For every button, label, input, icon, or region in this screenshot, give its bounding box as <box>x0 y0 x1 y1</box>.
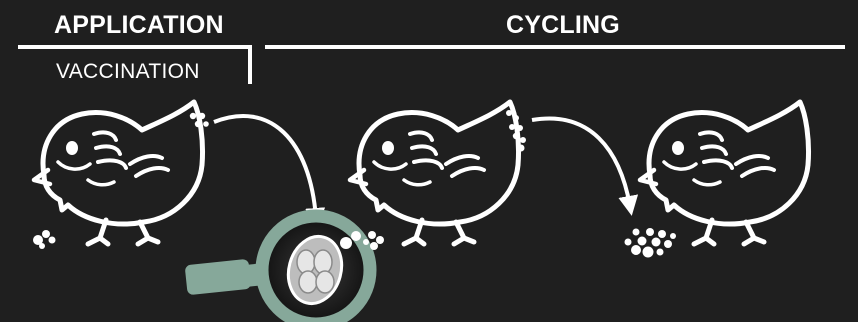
chick-icon <box>34 102 203 244</box>
arrow-icon <box>532 118 630 206</box>
chick-icon <box>640 102 809 244</box>
droppings-icon <box>625 228 677 258</box>
droppings-icon <box>33 230 56 249</box>
arrow-icon <box>214 116 316 218</box>
application-bracket <box>18 47 250 84</box>
chick-icon <box>350 102 519 244</box>
